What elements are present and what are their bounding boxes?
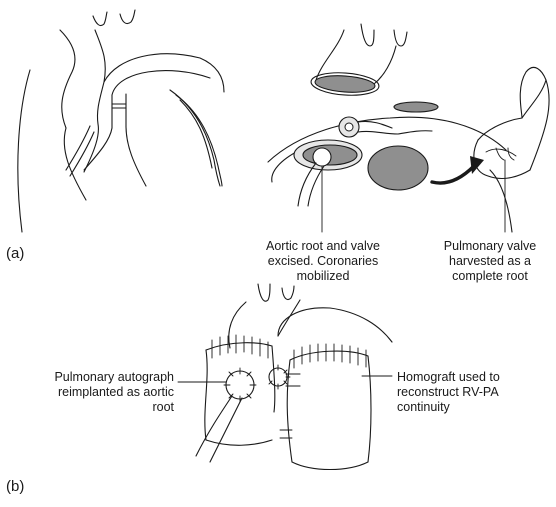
autograph-caption: Pulmonary autograph reimplanted as aorti… [24,370,174,415]
pulmonary-valve-caption: Pulmonary valve harvested as a complete … [428,239,552,284]
panel-label-a: (a) [6,245,24,262]
aortic-root-caption: Aortic root and valve excised. Coronarie… [243,239,403,284]
homograft-caption: Homograft used to reconstruct RV-PA cont… [397,370,547,415]
completed-ross-repair [178,284,392,470]
panel-label-b: (b) [6,478,24,495]
excised-aortic-root [268,24,549,232]
heart-before-procedure [18,10,224,232]
